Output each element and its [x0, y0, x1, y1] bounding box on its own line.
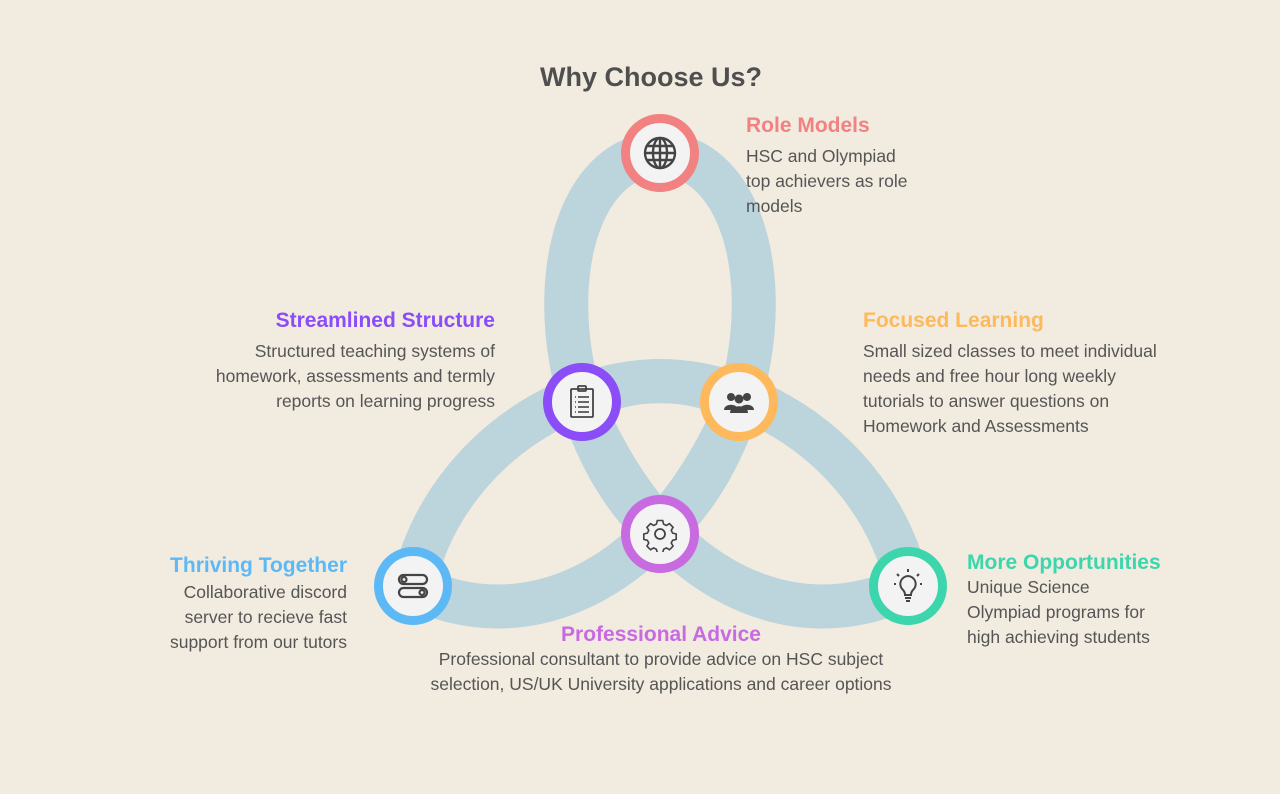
page-title: Why Choose Us? [539, 62, 762, 92]
text-line: tutorials to answer questions on [863, 391, 1110, 411]
text-line: Homework and Assessments [863, 416, 1089, 436]
globe-icon [643, 136, 677, 170]
toggles-icon [397, 573, 429, 599]
advice-block: Professional Advice Professional consult… [361, 623, 961, 697]
advice-node [621, 495, 699, 573]
clipboard-icon [570, 385, 594, 418]
lightbulb-icon [894, 569, 922, 602]
text-line: needs and free hour long weekly [863, 366, 1116, 386]
text-line: models [746, 196, 803, 216]
role-models-block: Role Models HSC and Olympiad top achiever… [746, 114, 907, 219]
advice-heading: Professional Advice [561, 623, 761, 646]
thriving-node [374, 547, 452, 625]
thriving-heading: Thriving Together [170, 554, 347, 577]
text-line: Small sized classes to meet individual [863, 341, 1157, 361]
text-line: top achievers as role [746, 171, 908, 191]
gear-icon [642, 519, 678, 552]
text-line: support from our tutors [169, 632, 347, 652]
opportunities-heading: More Opportunities [967, 551, 1161, 574]
opportunities-node [869, 547, 947, 625]
text-line: Unique Science [967, 577, 1090, 597]
text-line: reports on learning progress [276, 391, 495, 411]
focused-heading: Focused Learning [863, 309, 1044, 332]
streamlined-heading: Streamlined Structure [275, 309, 495, 332]
streamlined-node [543, 363, 621, 441]
text-line: Professional consultant to provide advic… [438, 649, 884, 669]
role-models-node [621, 114, 699, 192]
text-line: Olympiad programs for [967, 602, 1145, 622]
role-models-heading: Role Models [746, 114, 870, 137]
focused-node [700, 363, 778, 441]
text-line: high achieving students [967, 627, 1150, 647]
text-line: Structured teaching systems of [254, 341, 495, 361]
text-line: Collaborative discord [183, 582, 347, 602]
text-line: HSC and Olympiad [746, 146, 896, 166]
streamlined-block: Streamlined Structure Structured teachin… [216, 309, 495, 414]
text-line: homework, assessments and termly [215, 366, 495, 386]
text-line: server to recieve fast [184, 607, 347, 627]
text-line: selection, US/UK University applications… [430, 674, 892, 694]
thriving-block: Thriving Together Collaborative discord s… [170, 554, 347, 655]
focused-block: Focused Learning Small sized classes to … [863, 309, 1157, 439]
users-icon [724, 393, 754, 413]
